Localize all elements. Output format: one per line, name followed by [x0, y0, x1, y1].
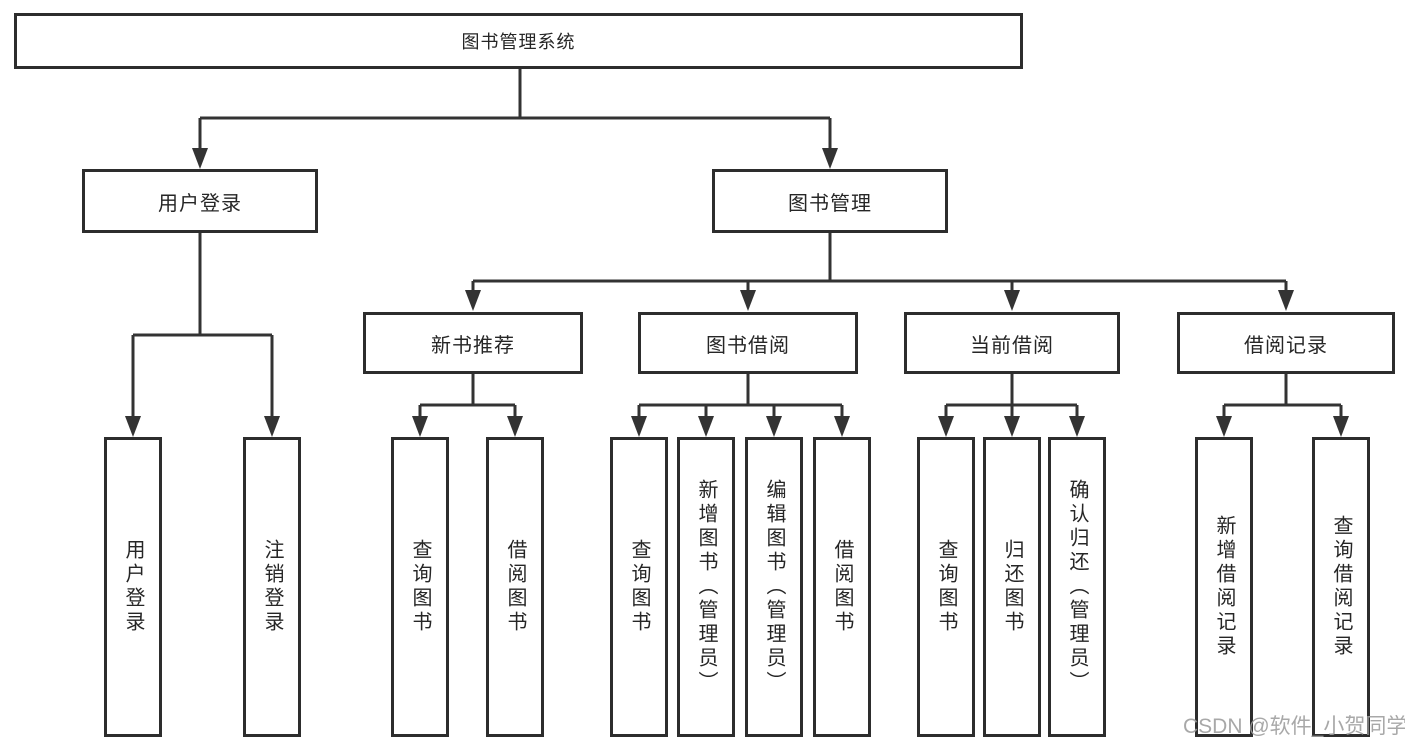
leaf-return-books: 归还图书: [983, 437, 1041, 737]
arrowheads: [125, 148, 1349, 437]
node-borrowing-records: 借阅记录: [1177, 312, 1395, 374]
leaf-add-borrow-record: 新增借阅记录: [1195, 437, 1253, 737]
leaf-query-books-recommend: 查询图书: [391, 437, 449, 737]
node-user-login: 用户登录: [82, 169, 318, 233]
node-book-borrowing: 图书借阅: [638, 312, 858, 374]
leaf-confirm-return-admin: 确认归还（管理员）: [1048, 437, 1106, 737]
leaf-query-borrow-record: 查询借阅记录: [1312, 437, 1370, 737]
leaf-logout: 注销登录: [243, 437, 301, 737]
node-current-borrowing: 当前借阅: [904, 312, 1120, 374]
leaf-add-books-admin: 新增图书（管理员）: [677, 437, 735, 737]
leaf-user-login: 用户登录: [104, 437, 162, 737]
leaf-query-books-borrow: 查询图书: [610, 437, 668, 737]
csdn-watermark: CSDN @软件_小贺同学: [1183, 715, 1405, 738]
leaf-query-books-current: 查询图书: [917, 437, 975, 737]
node-new-book-recommend: 新书推荐: [363, 312, 583, 374]
leaf-borrow-books-recommend: 借阅图书: [486, 437, 544, 737]
node-library-management-system: 图书管理系统: [14, 13, 1023, 69]
leaf-edit-books-admin: 编辑图书（管理员）: [745, 437, 803, 737]
leaf-borrow-books: 借阅图书: [813, 437, 871, 737]
node-book-management: 图书管理: [712, 169, 948, 233]
